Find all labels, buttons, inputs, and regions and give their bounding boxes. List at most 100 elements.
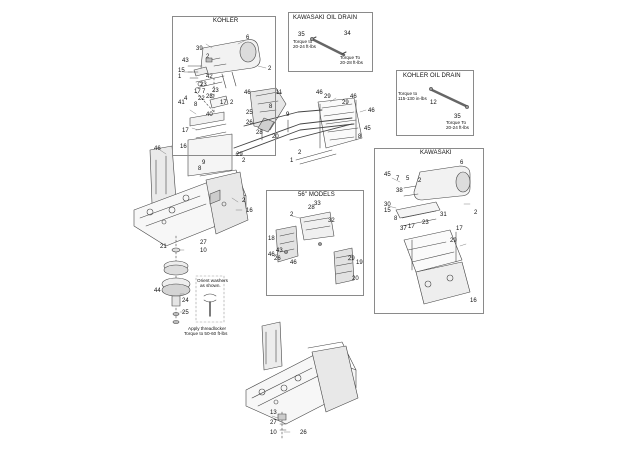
callout: 29 (324, 94, 331, 100)
callout: 2 (474, 210, 478, 216)
callout: 46 (368, 108, 375, 114)
kohler-oil-drain-panel (396, 70, 474, 136)
callout: 44 (154, 288, 161, 294)
callout: 9 (202, 160, 206, 166)
callout: 32 (328, 218, 335, 224)
callout: 26 (246, 120, 253, 126)
callout: 2 (290, 212, 294, 218)
callout: 17 (194, 89, 201, 95)
callout: 18 (268, 236, 275, 242)
lower-frame-drawing (245, 321, 359, 439)
callout: 46 (316, 90, 323, 96)
callout: 31 (440, 212, 447, 218)
callout: 2 (418, 178, 422, 184)
models-56-title: 56" MODELS (298, 192, 335, 198)
callout: 15 (178, 68, 185, 74)
callout: 23 (212, 88, 219, 94)
callout: 17 (408, 224, 415, 230)
kawasaki-drain-hose (310, 36, 347, 57)
callout: 39 (196, 46, 203, 52)
callout: 1 (290, 158, 294, 164)
callout: 28 (256, 130, 263, 136)
callout: 17 (220, 100, 227, 106)
callout: 17 (456, 226, 463, 232)
callout: 16 (180, 144, 187, 150)
callout: 28 (308, 205, 315, 211)
callout: 12 (430, 100, 437, 106)
callout: 20 (272, 134, 279, 140)
callout: 9 (286, 112, 290, 118)
callout: 30 (384, 202, 391, 208)
callout: 43 (276, 248, 283, 254)
callout: 25 (246, 110, 253, 116)
leader-lines (159, 40, 471, 433)
callout: 21 (160, 244, 167, 250)
kawasaki-engine-drawing (395, 165, 471, 305)
callout: 22 (198, 96, 205, 102)
kawasaki-drain-torque-a-2: 20-24 ft-lbs (293, 44, 316, 49)
callout: 10 (270, 430, 277, 436)
callout: 34 (344, 31, 351, 37)
callout: 33 (314, 201, 321, 207)
callout: 8 (194, 102, 198, 108)
callout: 38 (396, 188, 403, 194)
callout: 26 (274, 256, 281, 262)
kawasaki-drain-torque-b-1: Torque To (340, 55, 361, 60)
callout: 10 (200, 248, 207, 254)
callout: 23 (200, 82, 207, 88)
callout: 27 (270, 420, 277, 426)
callout: 46 (290, 260, 297, 266)
callout: 2 (206, 54, 210, 60)
callout: 8 (394, 216, 398, 222)
callout: 27 (200, 240, 207, 246)
callout: 29 (348, 256, 355, 262)
callout: 29 (236, 152, 243, 158)
kohler-drain-torque-b-2: 20-24 ft-lbs (446, 125, 469, 130)
pulley-stack-drawing (161, 235, 191, 324)
callout: 19 (356, 260, 363, 266)
callout: 2 (230, 100, 234, 106)
callout: 2 (242, 158, 246, 164)
callout: 5 (406, 176, 410, 182)
callout: 2 (242, 198, 246, 204)
kawasaki-drain-torque-a-1: Torque to (293, 39, 313, 44)
kawasaki-oil-drain-panel (288, 12, 373, 72)
callout: 1 (178, 74, 182, 80)
kawasaki-drain-torque-b-2: 20-28 ft-lbs (340, 60, 363, 65)
callout: 46 (154, 146, 161, 152)
callout: 16 (246, 208, 253, 214)
callout: 24 (182, 298, 189, 304)
callout: 7 (202, 89, 206, 95)
callout: 37 (400, 226, 407, 232)
threadlocker-note-1: Apply threadlocker (188, 326, 227, 331)
kohler-drain-torque-a-1: Torque to (398, 91, 418, 96)
callout: 13 (270, 410, 277, 416)
kohler-oil-drain-title: KOHLER OIL DRAIN (403, 73, 461, 79)
models-56-drawing (275, 211, 355, 285)
seat-and-rails-drawing (233, 87, 363, 165)
callout: 46 (268, 252, 275, 258)
callout: 45 (384, 172, 391, 178)
kohler-panel-title: KOHLER (213, 18, 239, 24)
callout: 46 (350, 94, 357, 100)
callout: 4 (184, 96, 188, 102)
kohler-panel (172, 16, 276, 156)
kawasaki-panel-title: KAWASAKI (420, 150, 452, 156)
callout: 17 (182, 128, 189, 134)
main-frame-drawing (133, 111, 249, 247)
kohler-drain-torque-a-2: 115-130 in-lbs (398, 96, 427, 101)
kohler-drain-hose (429, 87, 469, 109)
kohler-engine-drawing (187, 39, 261, 119)
models-56-panel (266, 190, 364, 296)
washers-note-2: as shown. (200, 283, 221, 288)
callout: 16 (470, 298, 477, 304)
callout: 26 (300, 430, 307, 436)
callout: 23 (206, 94, 213, 100)
callout: 11 (276, 90, 283, 96)
kawasaki-panel (374, 148, 484, 314)
callout: 15 (384, 208, 391, 214)
callout: 8 (198, 166, 202, 172)
callout: 7 (396, 176, 400, 182)
